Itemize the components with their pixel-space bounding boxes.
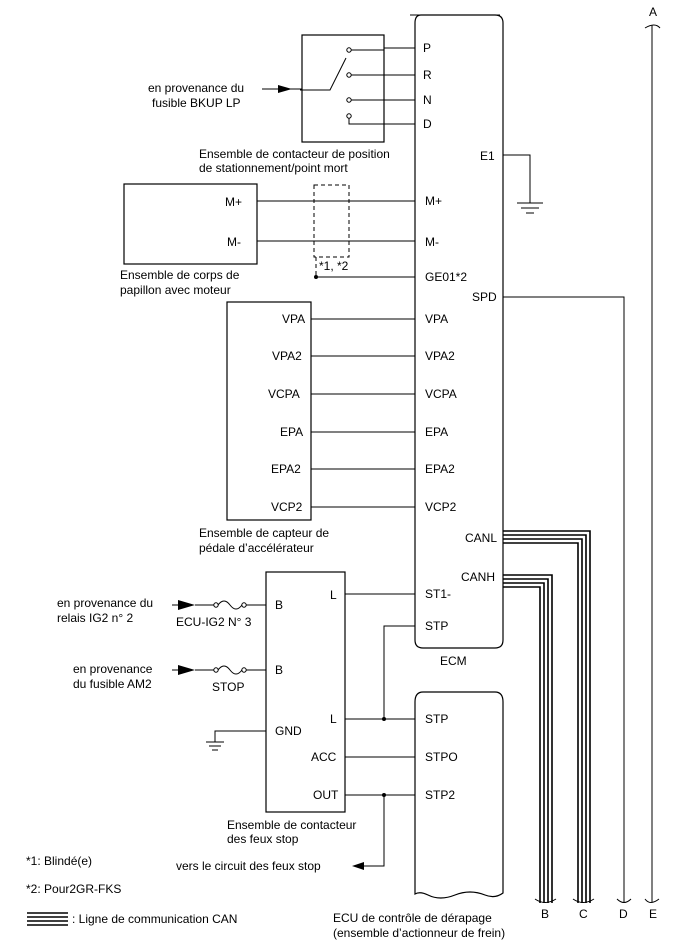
pedal-pin-vpa: VPA (282, 312, 305, 326)
pedal-pin-vcp2: VCP2 (271, 500, 303, 514)
e1-ground (503, 154, 543, 214)
legend-note-1: *1: Blindé(e) (26, 854, 92, 868)
ecm-pin-canl: CANL (465, 531, 497, 545)
ecm-pin-mminus: M- (425, 235, 439, 249)
connector-a-line (644, 24, 661, 903)
throttle-pin-mminus: M- (227, 235, 241, 249)
pedal-pin-vcpa: VCPA (268, 387, 300, 401)
ecm-label: ECM (440, 654, 467, 668)
am2-fuse-line (172, 665, 266, 675)
ecm-block (410, 14, 504, 649)
stop-pin-out: OUT (313, 788, 339, 802)
connector-ends (534, 898, 632, 903)
stop-pin-acc: ACC (311, 750, 337, 764)
ecm-pin-ge01: GE01*2 (425, 270, 467, 284)
park-neutral-switch (300, 34, 415, 143)
park-switch-label-2: de stationnement/point mort (199, 161, 348, 175)
ecm-pin-vcpa: VCPA (425, 387, 457, 401)
connector-b-label: B (541, 907, 549, 921)
can-canl-bundle (503, 530, 591, 903)
skid-pin-stp: STP (425, 712, 448, 726)
throttle-label-2: papillon avec moteur (120, 283, 231, 297)
ecm-pin-e1: E1 (480, 149, 495, 163)
legend-note-2: *2: Pour2GR-FKS (26, 882, 121, 896)
connector-e-label: E (649, 907, 657, 921)
ecm-pin-spd: SPD (472, 290, 497, 304)
skid-pin-stpo: STPO (425, 750, 458, 764)
stop-pin-b1: B (275, 598, 283, 612)
stop-pin-b2: B (275, 663, 283, 677)
ig2-fuse-label: ECU-IG2 N° 3 (176, 615, 252, 629)
ig2-source-1: en provenance du (57, 596, 153, 610)
am2-source-1: en provenance (73, 662, 153, 676)
ecm-pin-d: D (423, 117, 432, 131)
am2-fuse-label: STOP (212, 680, 244, 694)
ecm-pin-st1: ST1- (425, 587, 451, 601)
legend-can-line: : Ligne de communication CAN (72, 912, 237, 926)
bkup-source-1: en provenance du (148, 81, 244, 95)
ecm-pin-vpa2: VPA2 (425, 349, 455, 363)
bkup-lp-arrow (262, 85, 302, 93)
shield-note: *1, *2 (319, 259, 349, 273)
skid-ecu-label-2: (ensemble d’actionneur de frein) (333, 926, 505, 940)
stop-pin-l1: L (330, 588, 337, 602)
throttle-body (123, 183, 415, 279)
ecm-pin-epa: EPA (425, 425, 448, 439)
pedal-pin-epa2: EPA2 (271, 462, 301, 476)
throttle-label-1: Ensemble de corps de (120, 268, 240, 282)
am2-source-2: du fusible AM2 (73, 677, 152, 691)
ecm-pin-canh: CANH (461, 570, 495, 584)
ig2-fuse-line (172, 600, 266, 610)
stop-switch-label-1: Ensemble de contacteur (227, 818, 356, 832)
pedal-sensor (226, 301, 415, 521)
connector-c-label: C (579, 907, 588, 921)
park-switch-label-1: Ensemble de contacteur de position (199, 147, 390, 161)
stop-pin-gnd: GND (275, 724, 302, 738)
connector-d-label: D (619, 907, 628, 921)
ig2-source-2: relais IG2 n° 2 (57, 611, 133, 625)
throttle-pin-mplus: M+ (225, 195, 242, 209)
ecm-pin-vpa: VPA (425, 312, 448, 326)
ecm-pin-epa2: EPA2 (425, 462, 455, 476)
ecm-pin-mplus: M+ (425, 194, 442, 208)
pedal-pin-epa: EPA (280, 425, 303, 439)
connector-a-label: A (649, 5, 657, 19)
ecm-pin-stp: STP (425, 619, 448, 633)
can-canh-bundle (503, 574, 553, 903)
pedal-pin-vpa2: VPA2 (272, 349, 302, 363)
pedal-label-2: pédale d’accélérateur (199, 541, 314, 555)
skid-pin-stp2: STP2 (425, 788, 455, 802)
ecm-pin-r: R (423, 68, 432, 82)
ecm-pin-vcp2: VCP2 (425, 500, 457, 514)
stop-pin-l2: L (330, 712, 337, 726)
skid-ecu-label-1: ECU de contrôle de dérapage (333, 911, 492, 925)
ecm-pin-p: P (423, 41, 431, 55)
stop-circuit-label: vers le circuit des feux stop (176, 859, 321, 873)
pedal-label-1: Ensemble de capteur de (199, 526, 329, 540)
bkup-source-2: fusible BKUP LP (152, 96, 241, 110)
stop-switch-label-2: des feux stop (227, 832, 299, 846)
spd-wire (503, 296, 625, 903)
skid-control-ecu-block (414, 691, 504, 899)
stop-light-switch (206, 571, 415, 870)
legend-can-symbol (27, 912, 68, 926)
ecm-pin-n: N (423, 93, 432, 107)
